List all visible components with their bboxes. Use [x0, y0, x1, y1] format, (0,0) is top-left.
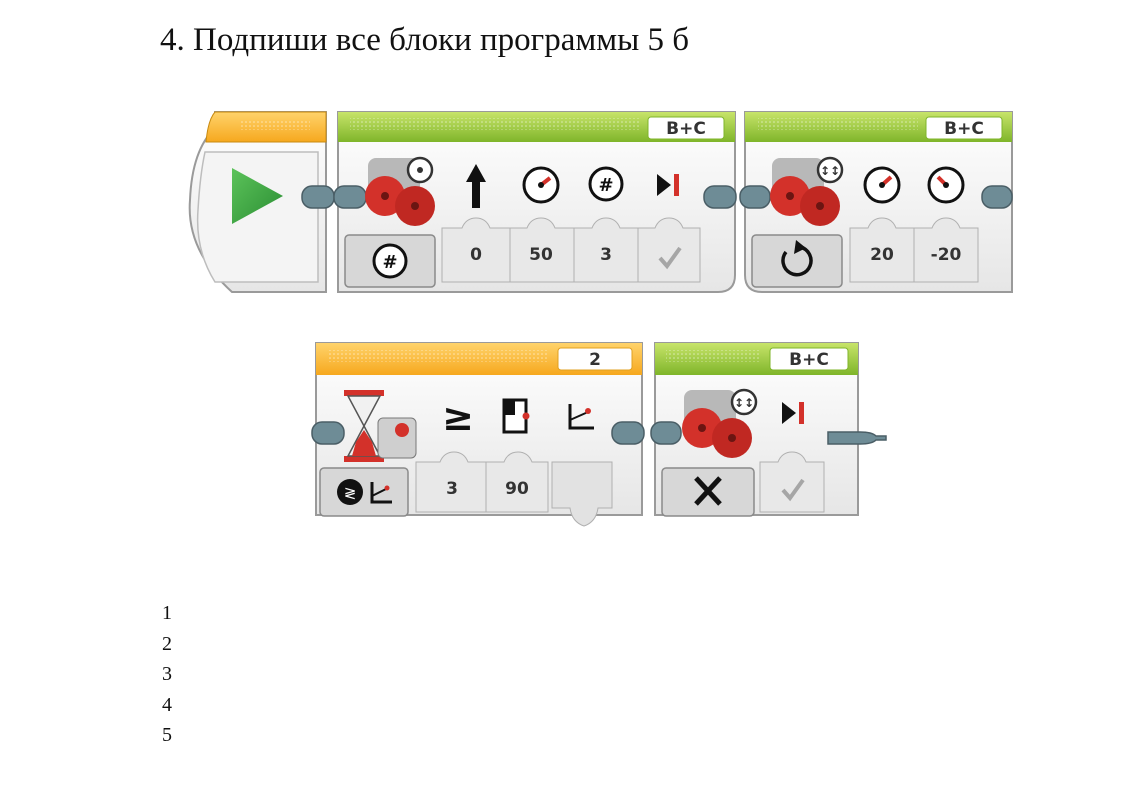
port-selector[interactable] — [557, 347, 633, 371]
port-selector[interactable] — [647, 116, 725, 140]
svg-text:#: # — [598, 175, 613, 196]
svg-text:↕↕: ↕↕ — [820, 164, 840, 178]
start-block[interactable] — [188, 111, 335, 293]
compare-icon: ≥ — [442, 395, 474, 439]
output-plug — [551, 461, 613, 527]
svg-text:#: # — [382, 252, 397, 273]
power-right-value[interactable]: -20 — [931, 245, 962, 265]
connector-out — [703, 185, 737, 209]
connector-end — [827, 431, 887, 445]
mode-selector-button[interactable] — [751, 234, 843, 288]
move-steering-block[interactable]: B+C # — [333, 111, 737, 293]
brake-check-icon[interactable] — [781, 478, 805, 502]
compare-value[interactable]: 3 — [446, 479, 458, 499]
motor-tank-icon: ↕↕ — [770, 156, 844, 226]
port-label: B+C — [789, 350, 829, 370]
answer-lines: 1 2 3 4 5 — [162, 598, 172, 751]
hourglass-sensor-icon — [344, 390, 417, 462]
connector-in — [311, 421, 345, 445]
gyro-icon — [568, 404, 594, 430]
power-icon — [522, 166, 560, 204]
brake-check-icon[interactable] — [658, 246, 682, 270]
threshold-value[interactable]: 90 — [505, 479, 529, 499]
port-label: 2 — [589, 350, 601, 370]
rotations-icon: # — [588, 166, 624, 202]
svg-text:≷: ≷ — [344, 484, 357, 502]
answer-line: 2 — [162, 632, 172, 655]
mode-selector-button[interactable]: ≷ — [319, 467, 409, 517]
brake-icon — [782, 402, 804, 424]
power-left-icon — [863, 166, 901, 204]
move-tank-block[interactable]: B+C ↕↕ 20 -20 — [739, 111, 1013, 293]
steering-arrow-icon — [466, 164, 486, 208]
steering-value[interactable]: 0 — [470, 245, 482, 265]
power-value[interactable]: 50 — [529, 245, 553, 265]
mode-selector-button[interactable] — [661, 467, 755, 517]
motor-tank-icon: ↕↕ — [682, 388, 758, 458]
rotations-value[interactable]: 3 — [600, 245, 612, 265]
connector-out — [611, 421, 645, 445]
power-left-value[interactable]: 20 — [870, 245, 894, 265]
play-icon — [232, 168, 283, 224]
connector-in — [650, 421, 682, 445]
threshold-icon — [502, 398, 530, 434]
port-label: B+C — [666, 119, 706, 139]
port-label: B+C — [944, 119, 984, 139]
motor-steering-icon — [365, 156, 435, 226]
connector-in — [739, 185, 771, 209]
power-right-icon — [927, 166, 965, 204]
wait-gyro-block[interactable]: 2 ≥ ≷ — [311, 342, 645, 527]
brake-icon — [657, 174, 679, 196]
connector-out — [981, 185, 1013, 209]
mode-selector-button[interactable]: # — [344, 234, 436, 288]
connector-out — [301, 185, 335, 209]
answer-line: 1 — [162, 602, 172, 624]
answer-line: 5 — [162, 724, 172, 746]
svg-text:↕↕: ↕↕ — [734, 396, 754, 410]
port-selector[interactable] — [769, 347, 849, 371]
port-selector[interactable] — [925, 116, 1003, 140]
motor-off-block[interactable]: B+C ↕↕ — [650, 342, 887, 517]
connector-in — [333, 185, 367, 209]
answer-line: 4 — [162, 693, 172, 716]
task-title: 4. Подпиши все блоки программы 5 б — [160, 22, 690, 58]
answer-line: 3 — [162, 663, 172, 685]
